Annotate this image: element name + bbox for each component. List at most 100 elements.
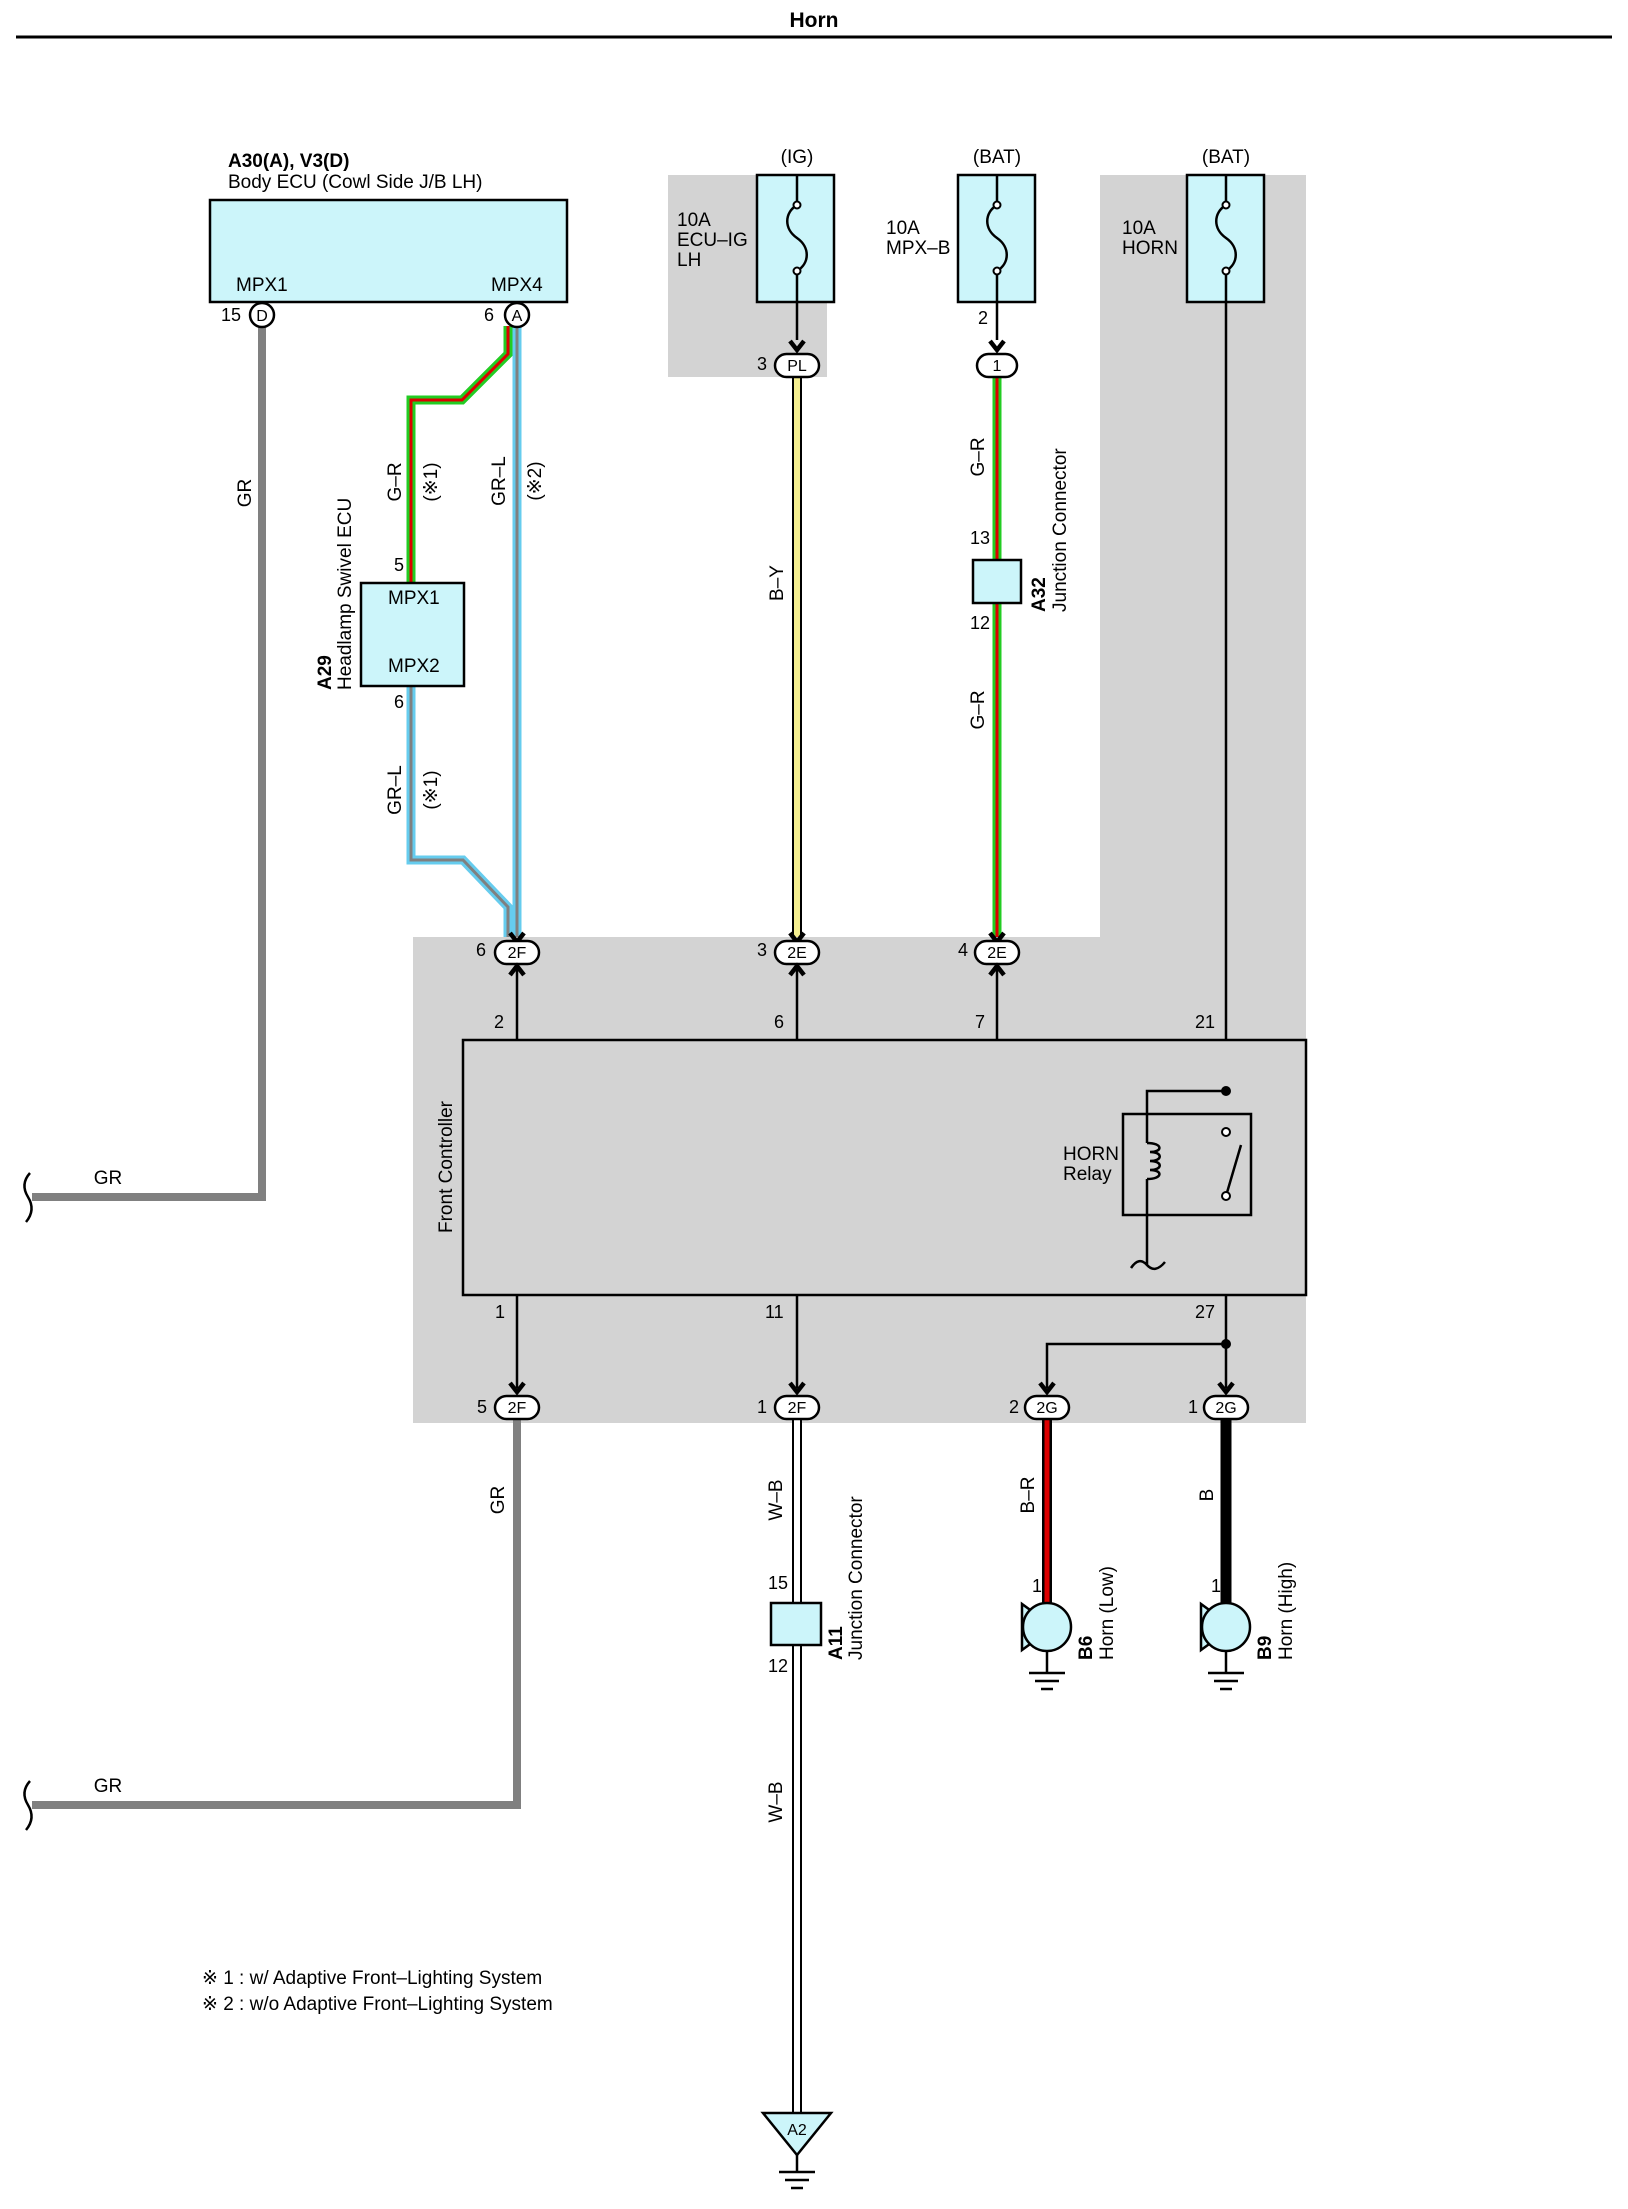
connector-jc-1 xyxy=(975,352,1019,379)
a32-pin-12: 12 xyxy=(970,613,990,633)
mpxb-fuse-terminal-bottom xyxy=(992,266,1002,276)
ground-a2-icon xyxy=(779,2170,815,2190)
connector-2f-bot-b-label: 2F xyxy=(788,1400,807,1417)
relay-coil-icon xyxy=(1146,1141,1161,1181)
relay-junction-dot xyxy=(1221,1086,1231,1096)
horn-fuse-name: HORN xyxy=(1122,238,1178,259)
mpxb-fuse-terminal-top xyxy=(992,200,1002,210)
wire-label-gr-lower: GR xyxy=(488,1486,509,1515)
wire-label-b: B xyxy=(1197,1489,1218,1502)
wire-gr-main-break xyxy=(23,1172,33,1223)
headlamp-ecu-box xyxy=(359,581,466,688)
horn-low-speaker-icon xyxy=(1021,1601,1073,1653)
relay-switch-bottom-terminal xyxy=(1221,1191,1231,1201)
e2a-num: 3 xyxy=(757,940,767,960)
note-1: ※ 1 : w/ Adaptive Front–Lighting System xyxy=(202,1968,542,1989)
a32-name: Junction Connector xyxy=(1050,448,1071,612)
mpxb-fuse-rating: 10A xyxy=(886,218,920,239)
wire-label-b-y: B–Y xyxy=(767,565,788,601)
e2b-num: 4 xyxy=(958,940,968,960)
a11-box xyxy=(769,1601,823,1647)
wire-note-1-top: (※1) xyxy=(421,462,442,501)
page-title: Horn xyxy=(790,9,839,32)
mpxb-fuse-pin: 2 xyxy=(978,308,988,328)
connector-d xyxy=(248,301,276,329)
fc-pin-6: 6 xyxy=(774,1012,784,1032)
a32-pin-13: 13 xyxy=(970,528,990,548)
body-ecu-pin-mpx4: MPX4 xyxy=(491,275,543,296)
headlamp-ecu-code: A29 xyxy=(315,655,336,690)
wire-g-r-headlamp xyxy=(406,326,513,583)
wire-gr-lower xyxy=(32,1419,521,1809)
connector-2g-b-label: 2G xyxy=(1215,1400,1236,1417)
horn-high-name: Horn (High) xyxy=(1276,1562,1297,1660)
branch-junction-dot xyxy=(1221,1339,1231,1349)
g2b-num: 1 xyxy=(1188,1397,1198,1417)
horn-low-name: Horn (Low) xyxy=(1097,1566,1118,1660)
body-ecu-num-6: 6 xyxy=(484,305,494,325)
connector-a xyxy=(503,301,531,329)
horn-fuse-icon xyxy=(1215,175,1237,302)
wire-note-2: (※2) xyxy=(525,461,546,500)
headlamp-ecu-name: Headlamp Swivel ECU xyxy=(335,498,356,690)
fc-pin-11: 11 xyxy=(765,1302,784,1322)
ig-fuse-icon xyxy=(786,175,808,302)
connector-2e-a-label: 2E xyxy=(787,945,807,962)
ig-supply-label: (IG) xyxy=(781,147,814,168)
a11-name: Junction Connector xyxy=(846,1496,867,1660)
connector-2f-bot-b xyxy=(773,1394,821,1421)
relay-coil-feed xyxy=(1145,1089,1226,1143)
a11-code: A11 xyxy=(826,1626,847,1660)
ig-fuse-name: ECU–IG xyxy=(677,230,748,251)
fc-pin-27: 27 xyxy=(1195,1302,1215,1322)
horn-relay-label-2: Relay xyxy=(1063,1164,1112,1185)
pl-pin-num: 3 xyxy=(757,354,767,374)
f2-top-num: 6 xyxy=(476,940,486,960)
wire-gr-l-headlamp xyxy=(406,686,513,937)
relay-coil-ground xyxy=(1129,1179,1166,1271)
headlamp-ecu-pin-mpx2: MPX2 xyxy=(388,656,440,677)
wire-gr-lower-break xyxy=(23,1780,33,1831)
body-ecu-pin-mpx1: MPX1 xyxy=(236,275,288,296)
wire-label-gr-l-headlamp: GR–L xyxy=(385,765,406,815)
ig-fuse-name-2: LH xyxy=(677,250,701,271)
relay-switch-top-terminal xyxy=(1221,1127,1231,1137)
fc-pin-1: 1 xyxy=(495,1302,505,1322)
body-ecu-code: A30(A), V3(D) xyxy=(228,151,349,172)
body-ecu-num-15: 15 xyxy=(221,305,241,325)
ig-fuse-terminal-bottom xyxy=(792,266,802,276)
wire-label-g-r-headlamp: G–R xyxy=(385,462,406,501)
mpxb-fuse-icon xyxy=(986,175,1008,302)
connector-2e-b-label: 2E xyxy=(987,945,1007,962)
wire-label-g-r-upper: G–R xyxy=(968,437,989,476)
wire-label-b-r: B–R xyxy=(1018,1477,1039,1514)
wire-gr-main xyxy=(32,319,266,1201)
connector-a-label: A xyxy=(512,308,523,325)
connector-pl-label: PL xyxy=(787,358,807,375)
horn-fuse-terminal-bottom xyxy=(1221,266,1231,276)
front-controller-name: Front Controller xyxy=(436,1100,457,1233)
wire-label-w-b-lower: W–B xyxy=(766,1781,787,1822)
bat-supply-label-2: (BAT) xyxy=(1202,147,1250,168)
connector-2f-bot-a xyxy=(493,1394,541,1421)
horn-relay-box xyxy=(1121,1112,1253,1217)
front-controller-box xyxy=(461,1038,1308,1297)
wire-label-gr-left-2: GR xyxy=(94,1776,123,1797)
horn-low-pin: 1 xyxy=(1032,1576,1042,1596)
wire-note-1-bottom: (※1) xyxy=(421,770,442,809)
wire-label-gr-main: GR xyxy=(235,479,256,508)
wire-label-w-b-upper: W–B xyxy=(766,1479,787,1520)
a32-code: A32 xyxy=(1029,577,1050,612)
jc-arrow-icon xyxy=(990,341,1004,350)
wire-label-gr-l-direct: GR–L xyxy=(489,456,510,506)
mpxb-fuse-name: MPX–B xyxy=(886,238,950,259)
horn-high-pin: 1 xyxy=(1211,1576,1221,1596)
ground-a2-label: A2 xyxy=(787,2122,807,2139)
body-ecu-name: Body ECU (Cowl Side J/B LH) xyxy=(228,172,482,193)
fc-pin-2: 2 xyxy=(494,1012,504,1032)
connector-2g-b xyxy=(1202,1394,1250,1421)
bat-supply-label-1: (BAT) xyxy=(973,147,1021,168)
ground-a2-triangle xyxy=(760,2111,834,2157)
horn-high-ground-icon xyxy=(1208,1671,1244,1691)
